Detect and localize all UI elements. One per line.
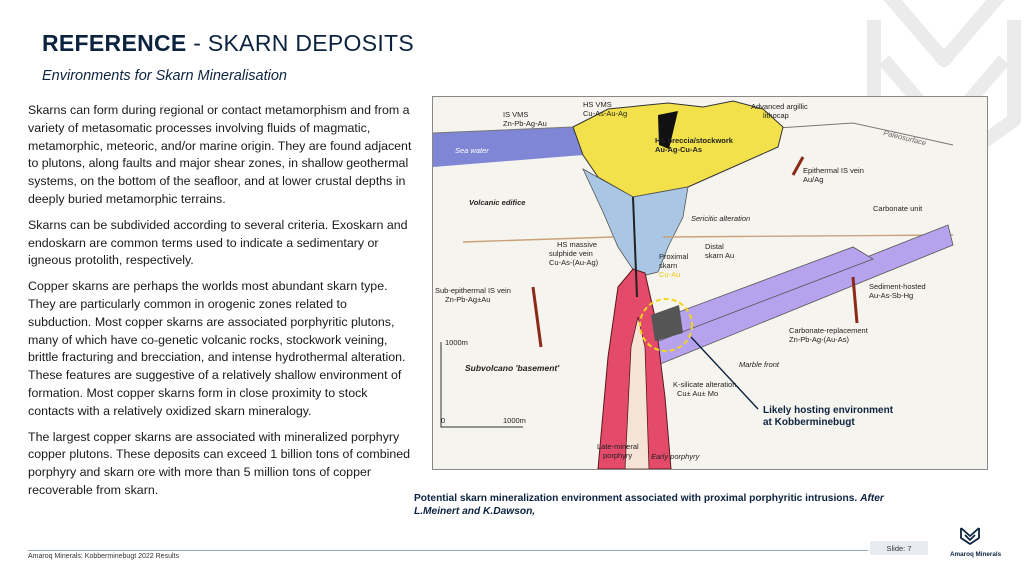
label-early-porphyry: Early porphyry — [651, 452, 701, 461]
label-subvolcano-basement: Subvolcano 'basement' — [465, 363, 560, 373]
vein-2 — [791, 156, 805, 176]
scale-bar — [440, 342, 523, 428]
proximal-skarn — [651, 305, 683, 341]
label-scale-vertical: 1000m — [445, 338, 468, 347]
vein-3 — [851, 276, 859, 324]
slide-number: Slide: 7 — [870, 541, 928, 555]
caption-main: Potential skarn mineralization environme… — [414, 493, 858, 504]
contact-line — [462, 234, 954, 243]
label-sea-water: Sea water — [455, 146, 489, 155]
label-marble-front: Marble front — [739, 360, 780, 369]
page-subtitle: Environments for Skarn Mineralisation — [42, 68, 287, 84]
label-scale-origin: 0 — [441, 416, 445, 425]
highlight-circle — [639, 298, 693, 352]
sericitic-area — [582, 168, 689, 278]
footer-company-report: Amaroq Minerals: Kobberminebugt 2022 Res… — [28, 553, 179, 560]
hs-breccia — [658, 111, 678, 149]
footer-divider — [28, 550, 868, 551]
annotation-arrow — [690, 336, 759, 410]
title-bold: REFERENCE — [42, 30, 187, 56]
paragraph-3: Copper skarns are perhaps the worlds mos… — [28, 279, 406, 418]
company-logo: Amaroq Minerals — [950, 526, 1002, 558]
paragraph-2: Skarns can be subdivided according to se… — [28, 217, 408, 268]
label-sericitic: Sericitic alteration — [691, 214, 750, 223]
vein-4 — [632, 196, 638, 298]
page-title: REFERENCE - SKARN DEPOSITS — [42, 30, 414, 57]
body-text: Skarns can form during regional or conta… — [28, 102, 412, 508]
sea-water-area — [433, 127, 583, 167]
caption-credit-b: L.Meinert and K.Dawson, — [414, 506, 536, 517]
vein-1 — [531, 286, 543, 348]
label-paleosurface: Paleosurface — [883, 128, 928, 147]
logo-text: Amaroq Minerals — [950, 551, 1002, 558]
paragraph-4: The largest copper skarns are associated… — [28, 429, 411, 497]
label-scale-horizontal: 1000m — [503, 416, 526, 425]
caption-credit-a: After — [860, 493, 884, 504]
label-carbonate-unit: Carbonate unit — [873, 204, 923, 213]
figure-caption: Potential skarn mineralization environme… — [414, 492, 1014, 518]
title-rest: - SKARN DEPOSITS — [186, 30, 415, 56]
label-volcanic-edifice: Volcanic edifice — [469, 198, 525, 207]
paragraph-1: Skarns can form during regional or conta… — [28, 103, 412, 206]
fox-logo-icon — [960, 527, 980, 545]
